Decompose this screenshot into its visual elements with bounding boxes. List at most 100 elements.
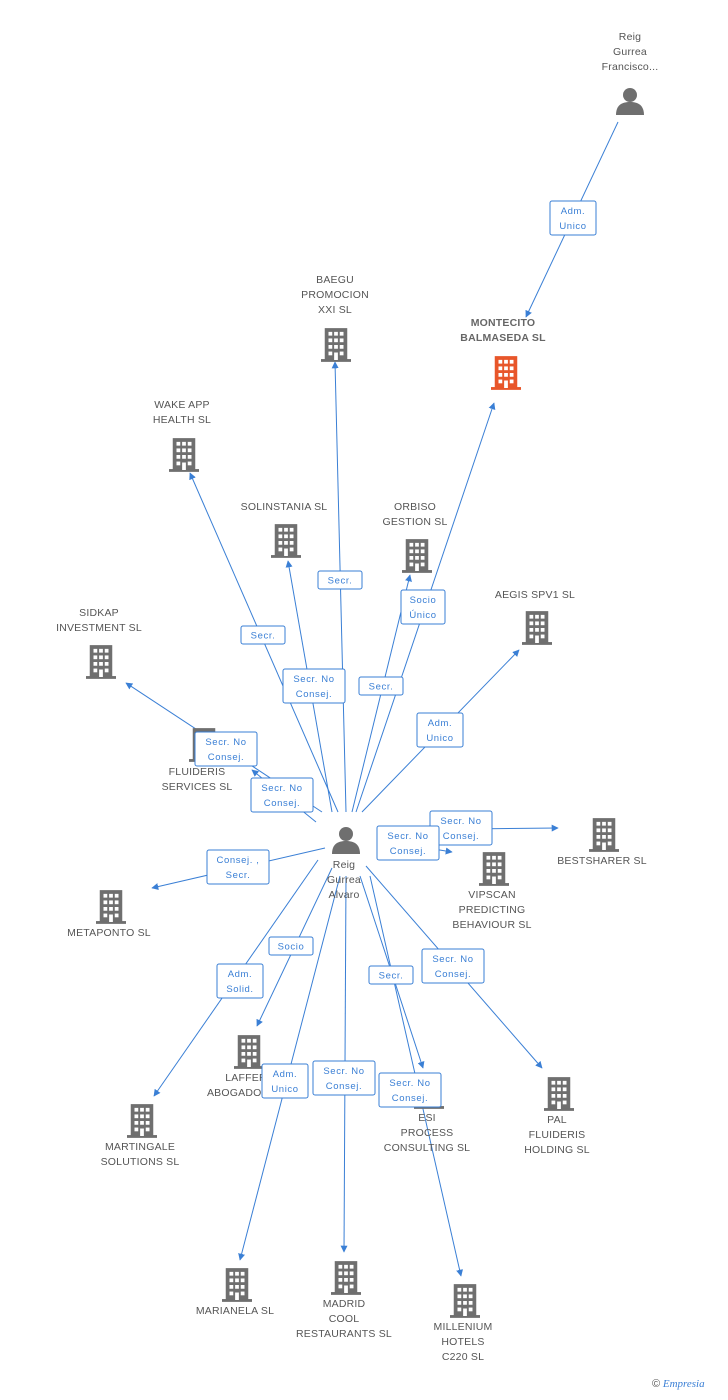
edge-label-martingale[interactable]: Adm.Solid. xyxy=(216,963,264,999)
edge-label-text: Secr. No xyxy=(389,1078,430,1089)
node-label: CONSULTING SL xyxy=(384,1142,470,1154)
node-label: BESTSHARER SL xyxy=(557,855,647,867)
edge-label-text: Consej. xyxy=(390,846,426,857)
building-icon xyxy=(450,1284,480,1318)
edge-label-text: Consej. xyxy=(392,1093,428,1104)
edge-label-box xyxy=(240,625,286,645)
edge-label-text: Unico xyxy=(426,733,453,744)
building-icon xyxy=(589,818,619,852)
edge-label-text: Secr. xyxy=(226,870,251,881)
edge-label-box xyxy=(261,1063,309,1099)
edge-label-baegu[interactable]: Secr. xyxy=(317,570,363,590)
brand-name: Empresia xyxy=(662,1378,705,1390)
node-label: MARIANELA SL xyxy=(196,1305,274,1317)
edge-label-esi[interactable]: Secr. xyxy=(368,965,414,985)
edge-label-text: Secr. No xyxy=(432,954,473,965)
edge-label-box xyxy=(194,731,258,767)
node-label: Alvaro xyxy=(329,889,360,901)
node-label: HEALTH SL xyxy=(153,414,211,426)
edge-label-text: Unico xyxy=(559,221,586,232)
node-label: MONTECITO xyxy=(471,317,536,329)
node-solinstania[interactable]: SOLINSTANIA SL xyxy=(241,501,328,558)
node-label: Gurrea xyxy=(613,46,647,58)
node-fluideris_services[interactable]: FLUIDERIS SERVICES SL xyxy=(162,728,233,793)
node-label: FLUIDERIS xyxy=(169,766,226,778)
node-aegis[interactable]: AEGIS SPV1 SL xyxy=(495,589,575,645)
node-reig_francisco[interactable]: ReigGurreaFrancisco... xyxy=(602,31,659,115)
node-metaponto[interactable]: METAPONTO SL xyxy=(67,890,151,939)
edge-label-marianela[interactable]: Adm.Unico xyxy=(261,1063,309,1099)
node-label: SERVICES SL xyxy=(162,781,233,793)
node-label: BEHAVIOUR SL xyxy=(452,919,531,931)
edge-label-text: Secr. No xyxy=(387,831,428,842)
building-icon xyxy=(321,328,351,362)
edge-label-box xyxy=(216,963,264,999)
node-label: ESI xyxy=(418,1112,436,1124)
edges-layer xyxy=(125,121,619,1277)
edge-label-text: Secr. xyxy=(328,576,353,587)
edge-label-metaponto[interactable]: Consej. ,Secr. xyxy=(206,849,270,885)
node-esi[interactable]: ESI PROCESS CONSULTING SL xyxy=(384,1075,470,1154)
nodes-layer: ReigGurreaFrancisco...MONTECITOBALMASEDA… xyxy=(56,31,658,1363)
edge-label-box xyxy=(400,589,446,625)
edge-label-text: Adm. xyxy=(228,969,253,980)
node-label: Reig xyxy=(619,31,641,43)
edge-label-text: Unico xyxy=(271,1084,298,1095)
edge-label-aegis[interactable]: Adm. Unico xyxy=(416,712,464,748)
node-label: LAFFER xyxy=(225,1072,267,1084)
edge-label-vipscan[interactable]: Secr. No Consej. xyxy=(376,825,440,861)
building-icon xyxy=(86,645,116,679)
edge-label-box xyxy=(416,712,464,748)
edge-label-box xyxy=(421,948,485,984)
node-label: PROMOCION xyxy=(301,289,369,301)
node-label: MILLENIUM xyxy=(434,1321,493,1333)
node-label: BAEGU xyxy=(316,274,354,286)
edge-label-laffer[interactable]: Socio xyxy=(268,936,314,956)
edge-label-text: Secr. No xyxy=(293,674,334,685)
edge-label-text: Consej. xyxy=(264,798,300,809)
building-icon xyxy=(169,438,199,472)
edge-label-text: Secr. xyxy=(369,682,394,693)
edge-label-box xyxy=(250,777,314,813)
edge-label-montecito[interactable]: Adm.Unico xyxy=(549,200,597,236)
edge-label-box xyxy=(549,200,597,236)
building-icon xyxy=(479,852,509,886)
node-label: VIPSCAN xyxy=(468,889,516,901)
person-icon xyxy=(616,88,644,115)
node-bestsharer[interactable]: BESTSHARER SL xyxy=(557,818,647,867)
node-label: PROCESS xyxy=(401,1127,454,1139)
edge-label-text: Socio xyxy=(278,942,305,953)
edge-label-wakeapp[interactable]: Secr. xyxy=(240,625,286,645)
edge-label-box xyxy=(376,825,440,861)
node-label: INVESTMENT SL xyxy=(56,622,142,634)
edge-label-text: Adm. xyxy=(428,718,453,729)
edge-label-text: Secr. No xyxy=(323,1066,364,1077)
watermark: © Empresia xyxy=(652,1378,705,1390)
edge-label-millenium[interactable]: Secr. No Consej. xyxy=(378,1072,442,1108)
node-label: ORBISO xyxy=(394,501,436,513)
edge-label-box xyxy=(317,570,363,590)
building-icon xyxy=(402,539,432,573)
edge-label-montecito[interactable]: Secr. xyxy=(358,676,404,696)
node-marianela[interactable]: MARIANELA SL xyxy=(196,1268,274,1317)
edge-label-text: Único xyxy=(409,610,436,621)
